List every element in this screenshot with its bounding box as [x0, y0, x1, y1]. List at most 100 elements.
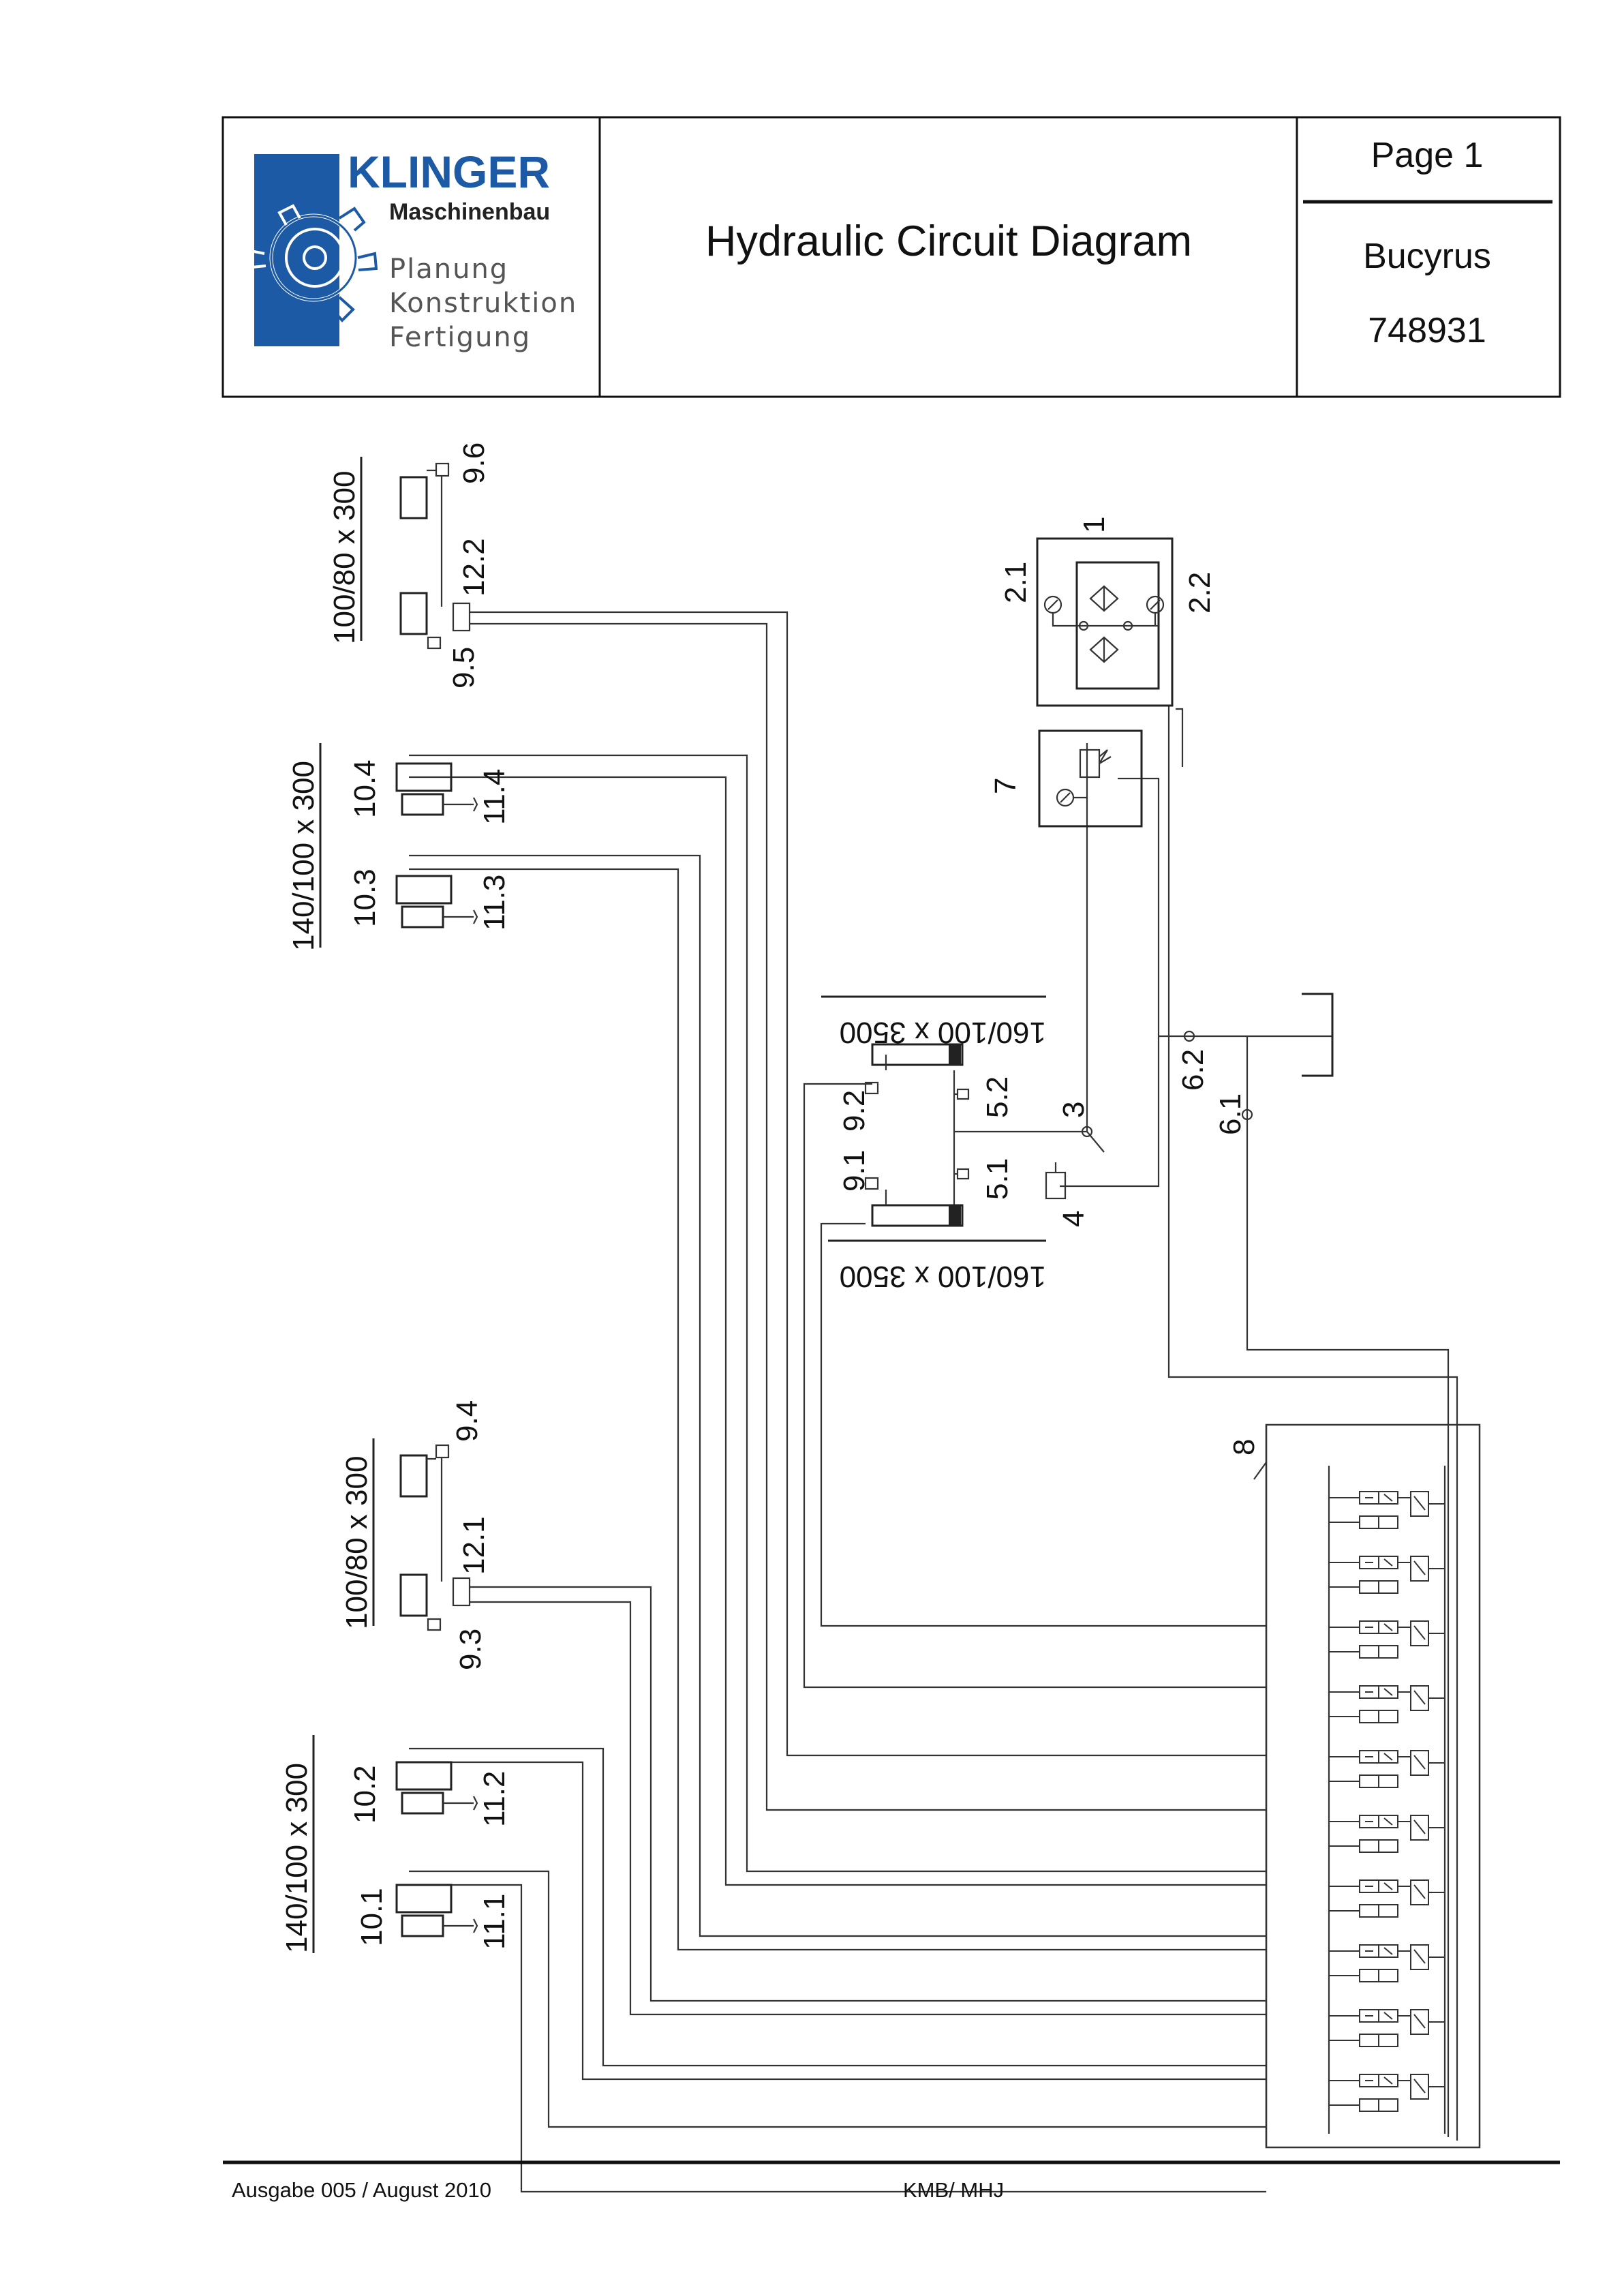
label-9-5: 9.5: [447, 647, 480, 689]
label-12-1: 12.1: [457, 1516, 491, 1575]
label-1: 1: [1077, 517, 1111, 533]
line-12-1-a: [470, 1586, 1266, 2002]
label-10-1: 10.1: [355, 1888, 388, 1946]
valve-section: [1329, 1944, 1445, 1982]
label-9-3: 9.3: [454, 1629, 487, 1670]
label-5-2: 5.2: [981, 1076, 1014, 1118]
label-10-3: 10.3: [348, 868, 382, 927]
valve-section: [1329, 1620, 1445, 1659]
line-10-1-a: [409, 1870, 1266, 2128]
label-9-6: 9.6: [457, 442, 491, 484]
label-10-4: 10.4: [348, 759, 382, 818]
valve-3-icon: [1081, 1126, 1093, 1138]
label-6-2: 6.2: [1176, 1049, 1210, 1091]
dim-cyl-top: 100/80 x 300: [328, 471, 361, 644]
filter-icon: [1077, 585, 1159, 663]
line-10-3-a: [409, 854, 1266, 1937]
line-10-2-b: [409, 1761, 1266, 2081]
main-cylinder-upper: 160/100 x 3500: [821, 995, 1046, 1070]
lock-valve-9-1-icon: [864, 1177, 879, 1190]
valve-section: [1329, 1815, 1445, 1853]
gear-icon: [249, 204, 378, 322]
cylinder-9-4-icon: [399, 1454, 428, 1498]
cylinder-9-3-icon: [399, 1573, 428, 1617]
company-logo: KLINGER Maschinenbau Planung Konstruktio…: [249, 147, 577, 353]
drain-line: [1176, 708, 1184, 767]
valve-section: [1329, 2074, 1445, 2112]
label-9-4: 9.4: [450, 1400, 484, 1442]
valve-11-1-icon: [473, 1918, 478, 1933]
line-10-3-b: [409, 868, 1266, 1951]
pressure-valve-icon: [1079, 749, 1112, 779]
cylinder-group-10-2: 10.2 11.2: [348, 1761, 511, 1827]
check-6-1: 6.1: [1214, 1093, 1253, 1135]
line-10-1-b: [409, 1884, 1266, 2193]
valve-section: [1329, 1685, 1445, 1723]
cylinder-10-4-icon: [395, 762, 453, 792]
cylinder-10-1-icon: [395, 1884, 453, 1914]
control-unit-frame: [1038, 729, 1143, 828]
dim-main-cyl-lower: 160/100 x 3500: [840, 1260, 1046, 1293]
label-2-2: 2.2: [1183, 572, 1216, 614]
lock-valve-9-4-icon: [435, 1444, 450, 1459]
label-11-2: 11.2: [478, 1771, 511, 1827]
dim-cyl-pair-upper: 140/100 x 300: [287, 761, 320, 951]
gauge-2-2-icon: [1146, 595, 1165, 626]
line-12-2-a: [470, 611, 1266, 1757]
cylinder-10-3-icon: [395, 875, 453, 905]
cylinder-group-10-3: 10.3 11.3 140/100 x 300: [287, 743, 511, 951]
cylinder-9-5-icon: [399, 592, 428, 635]
valve-3: 3: [1057, 1102, 1105, 1153]
valve-section: [1329, 1879, 1445, 1918]
line-12-1-b: [470, 1601, 1266, 2016]
valve-11-2-icon: [473, 1796, 478, 1811]
cylinder-10-2-icon: [395, 1761, 453, 1791]
logo-line-2: Konstruktion: [389, 288, 577, 319]
gauge-icon: [1056, 788, 1087, 807]
label-9-2: 9.2: [838, 1090, 871, 1132]
tank-symbol: [1302, 993, 1334, 1077]
line-10-4-b: [409, 776, 1266, 1886]
check-valve-6-1-icon: [1241, 1108, 1253, 1121]
title-block-frame: [221, 116, 1561, 398]
pump-unit-frame: [1036, 537, 1174, 707]
cylinder-group-10-4: 10.4 11.4: [348, 759, 511, 825]
block-12-1-icon: [452, 1577, 471, 1607]
valve-section: [1329, 1491, 1445, 1529]
label-8: 8: [1227, 1439, 1261, 1455]
label-11-1: 11.1: [478, 1894, 511, 1950]
dim-main-cyl-upper: 160/100 x 3500: [840, 1016, 1046, 1049]
title-block: KLINGER Maschinenbau Planung Konstruktio…: [221, 116, 1561, 398]
line-10-2-a: [409, 1747, 1266, 2067]
line-9-1: [820, 1222, 1266, 1627]
line-6-1-to-block: [1246, 1036, 1450, 2137]
label-6-1: 6.1: [1214, 1093, 1247, 1135]
customer-name: Bucyrus: [1363, 237, 1491, 276]
gauge-2-1-icon: [1043, 595, 1077, 627]
valve-11-3-icon: [473, 909, 478, 924]
relief-5-2-icon: [956, 1088, 970, 1100]
return-line-4: [1060, 777, 1160, 1188]
lock-valve-9-3-icon: [427, 1618, 442, 1631]
valve-section: [1329, 2009, 1445, 2047]
label-11-3: 11.3: [478, 875, 511, 931]
valve-section: [1329, 1750, 1445, 1788]
logo-line-3: Fertigung: [389, 322, 531, 353]
lock-valve-9-6-icon: [435, 462, 450, 477]
line-10-4-a: [409, 754, 1266, 1873]
footer-edition: Ausgabe 005 / August 2010: [232, 2178, 491, 2202]
valve-4: 4: [1045, 1162, 1090, 1227]
cylinder-9-6-icon: [399, 476, 428, 519]
label-4: 4: [1057, 1211, 1090, 1227]
line-12-2-b: [470, 622, 1266, 1811]
valve-11-4-icon: [473, 797, 478, 812]
check-6-2: 6.2: [1176, 1030, 1210, 1091]
label-5-1: 5.1: [981, 1158, 1014, 1200]
label-9-1: 9.1: [838, 1150, 871, 1192]
cylinder-group-mid: 100/80 x 300 9.4 12.1 9.3: [340, 1400, 491, 1670]
label-12-2: 12.2: [457, 538, 491, 596]
lock-valve-9-2-icon: [864, 1081, 879, 1095]
label-10-2: 10.2: [348, 1765, 382, 1824]
check-valve-6-2-icon: [1183, 1030, 1195, 1042]
dim-cyl-mid: 100/80 x 300: [340, 1456, 373, 1629]
